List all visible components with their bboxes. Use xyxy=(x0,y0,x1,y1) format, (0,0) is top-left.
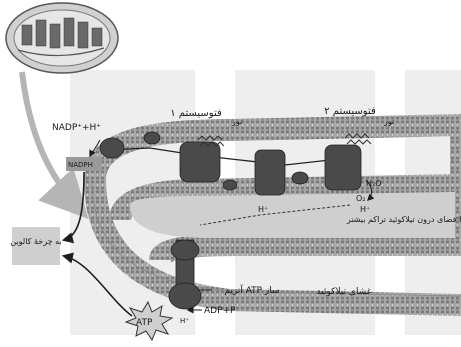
water-label: H₂O xyxy=(366,179,382,188)
proton-release-label: H⁺ xyxy=(360,205,370,214)
chloroplast-illustration xyxy=(6,3,118,73)
photosystem-2-complex xyxy=(325,145,361,190)
oxygen-label: O₂ xyxy=(356,194,366,203)
plastocyanin xyxy=(223,180,237,190)
light-2-label: نور xyxy=(383,117,394,126)
nadp-label: NADP⁺+H⁺ xyxy=(52,123,101,133)
photosystem-1-complex xyxy=(180,142,220,182)
ferredoxin xyxy=(144,132,160,144)
adp-label: ADP+P xyxy=(204,306,236,316)
atp-synthase-label: آنزیم ATP ساز xyxy=(224,284,279,296)
photosystem-1-label: فتوسیستم ۱ xyxy=(170,108,222,119)
plastoquinone xyxy=(292,172,308,184)
atp-label: ATP xyxy=(136,318,153,328)
ferredoxin-reductase xyxy=(100,138,124,158)
atp-synthase-base xyxy=(171,240,199,260)
thylakoid-space-label: فضای درون تیلاکوئید تراکم بیشتر H⁺ xyxy=(346,215,461,224)
proton-lumen-label: H⁺ xyxy=(258,205,268,214)
calvin-cycle-box xyxy=(12,227,60,265)
thylakoid-membrane-label: غشای تیلاکوئید xyxy=(317,287,372,297)
proton-synthase-label: H⁺ xyxy=(180,317,189,325)
nadph-label: NADPH xyxy=(68,161,93,169)
calvin-cycle-label: به چرخهٔ کالوین xyxy=(10,237,61,246)
atp-synthase-head xyxy=(169,283,201,309)
light-1-label: نور xyxy=(231,117,242,126)
cytochrome-complex xyxy=(255,150,285,195)
photosystem-2-label: فتوسیستم ۲ xyxy=(324,106,376,117)
